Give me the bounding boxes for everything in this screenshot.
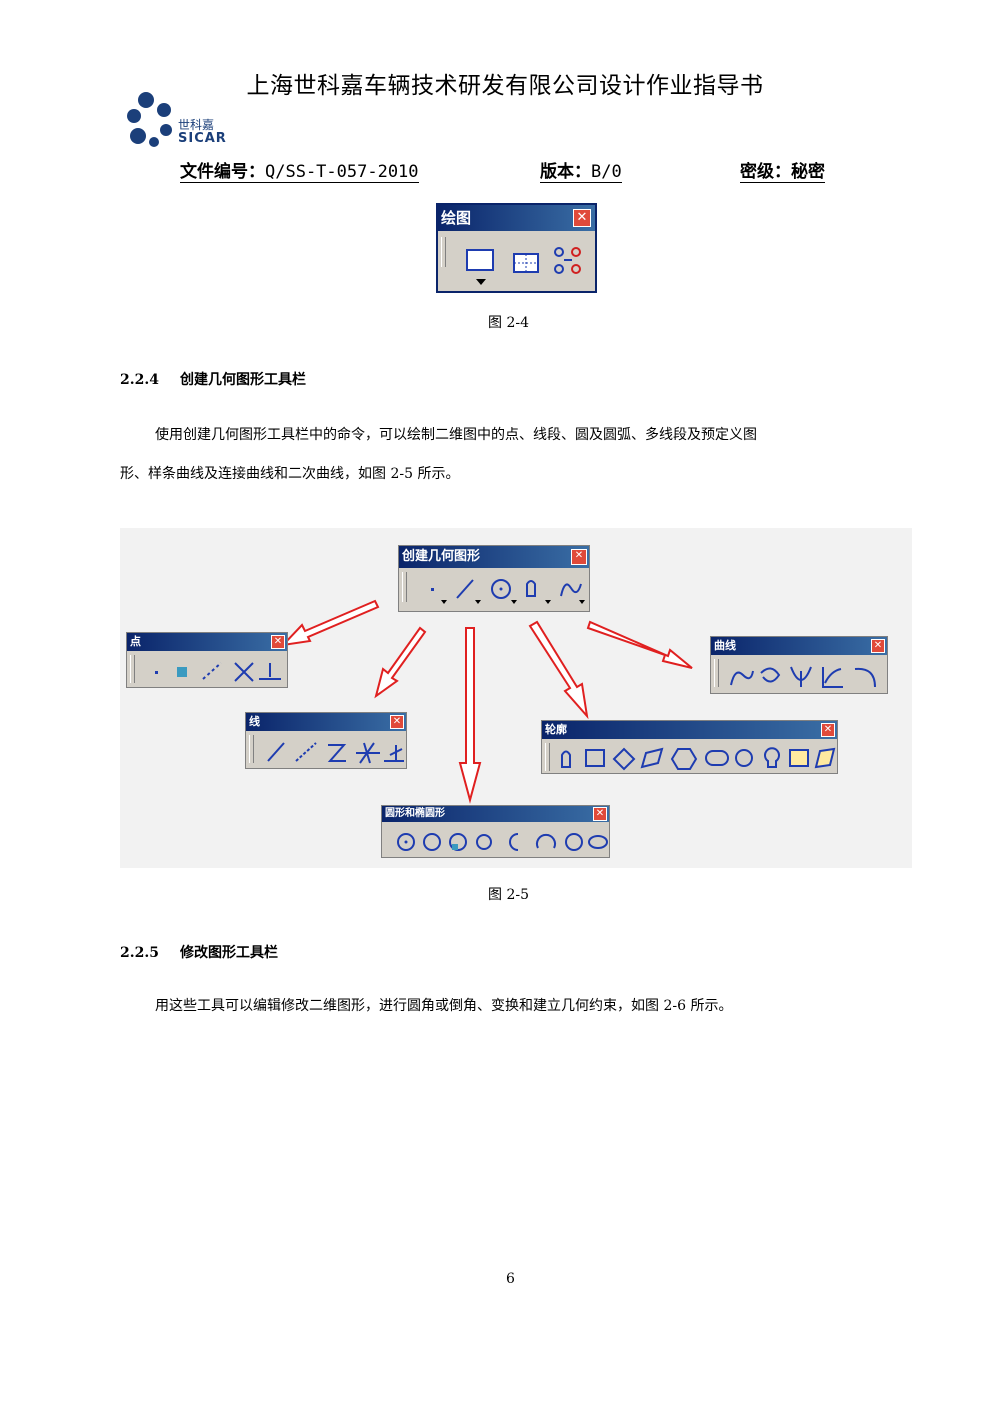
circle-icon (397, 833, 415, 851)
arc-icon (509, 833, 519, 851)
section-2-2-5-paragraph: 用这些工具可以编辑修改二维图形，进行圆角或倒角、变换和建立几何约束，如图 2-6… (155, 998, 733, 1014)
toolbar-grip[interactable] (249, 735, 254, 763)
toolbar-grip[interactable] (714, 659, 719, 687)
grid-icon[interactable] (513, 253, 539, 273)
profile-icon (561, 750, 571, 768)
line-tools-icons[interactable] (260, 739, 406, 767)
doc-secrecy: 密级：秘密 (740, 162, 825, 183)
close-icon[interactable]: ✕ (571, 549, 587, 565)
toolbar-grip[interactable] (130, 655, 135, 683)
drawing-toolbar: 绘图 ✕ (436, 203, 597, 293)
equidistant-points-icon (202, 662, 222, 680)
curve-toolbar: 曲线 ✕ (710, 636, 888, 694)
section-2-2-4-paragraph-line2: 形、样条曲线及连接曲线和二次曲线，如图 2-5 所示。 (120, 466, 460, 482)
parabola-icon (790, 666, 812, 687)
constraint-points-icon[interactable] (552, 245, 584, 277)
three-point-circle-icon (423, 833, 441, 851)
infinite-line-icon (295, 742, 317, 762)
circle-tool-icon (491, 579, 511, 599)
arrow-to-line-icon (374, 626, 427, 699)
parallelogram-icon (640, 747, 664, 769)
create-geometry-icons[interactable] (413, 574, 587, 608)
tritangent-circle-icon (476, 834, 492, 850)
oriented-rectangle-icon (612, 747, 636, 771)
profile-toolbar: 轮廓 ✕ (541, 720, 838, 774)
cylindrical-hole-icon (735, 749, 753, 767)
logo-english-text: SICAR (178, 131, 227, 146)
logo-chinese-text: 世科嘉 (178, 118, 215, 132)
bisecting-line-icon (356, 742, 380, 764)
centered-parallelogram-icon (814, 747, 836, 769)
circle-ellipse-toolbar: 圆形和椭圆形 ✕ (381, 805, 610, 858)
point-toolbar-title: 点 (127, 633, 287, 651)
close-icon[interactable]: ✕ (390, 715, 404, 729)
normal-line-icon (384, 745, 404, 762)
rectangle-icon (585, 749, 605, 767)
line-icon (267, 742, 285, 762)
arrow-to-circle-icon (458, 627, 482, 804)
point-tool-icon (431, 588, 434, 591)
ellipse-icon (588, 835, 608, 849)
arrow-to-curve-icon (586, 620, 693, 669)
line-tool-icon (456, 579, 474, 599)
intersection-point-icon (234, 662, 254, 682)
connect-curve-icon (760, 667, 781, 683)
profile-toolbar-title: 轮廓 (542, 721, 837, 739)
close-icon[interactable]: ✕ (871, 639, 885, 653)
rectangle-icon[interactable] (466, 249, 496, 289)
toolbar-grip[interactable] (402, 572, 407, 602)
curve-tools-icons[interactable] (725, 663, 887, 691)
point-by-coords-icon (177, 667, 187, 677)
sicar-logo-icon (127, 92, 172, 147)
circle-ellipse-toolbar-title: 圆形和椭圆形 (382, 806, 609, 822)
arrow-to-point-icon (280, 599, 380, 647)
close-icon[interactable]: ✕ (271, 635, 285, 649)
point-toolbar: 点 ✕ (126, 632, 288, 688)
spline-tool-icon (560, 583, 582, 597)
profile-tool-icon (526, 580, 536, 597)
doc-number: 文件编号：Q/SS-T-057-2010 (180, 162, 419, 183)
line-toolbar-title: 线 (246, 713, 406, 731)
create-geometry-toolbar: 创建几何图形 ✕ (398, 545, 590, 612)
create-geometry-toolbar-title: 创建几何图形 (399, 546, 589, 568)
line-toolbar: 线 ✕ (245, 712, 407, 769)
hexagon-icon (670, 748, 698, 770)
three-point-arc-icon (536, 833, 556, 849)
point-tools-icons[interactable] (141, 659, 287, 685)
document-title: 上海世科嘉车辆技术研发有限公司设计作业指导书 (246, 73, 764, 99)
close-icon[interactable]: ✕ (573, 209, 591, 227)
circle-tools-icons[interactable] (394, 828, 608, 856)
close-icon[interactable]: ✕ (593, 807, 607, 821)
bitangent-line-icon (327, 744, 347, 762)
curve-toolbar-title: 曲线 (711, 637, 887, 655)
section-2-2-4-paragraph-line1: 使用创建几何图形工具栏中的命令，可以绘制二维图中的点、线段、圆及圆弧、多线段及预… (155, 427, 757, 443)
profile-tools-icons[interactable] (554, 745, 836, 773)
figure-2-5-caption: 图 2-5 (488, 887, 529, 903)
doc-version: 版本：B/0 (540, 162, 622, 183)
figure-2-4-caption: 图 2-4 (488, 315, 529, 331)
toolbar-grip[interactable] (441, 237, 446, 267)
figure-2-5-arrows (280, 599, 693, 804)
page-number: 6 (506, 1271, 515, 1287)
spline-icon (730, 670, 754, 686)
hyperbola-icon (822, 667, 843, 688)
elongated-hole-icon (705, 750, 729, 766)
keyhole-icon (764, 747, 780, 768)
drawing-toolbar-title: 绘图 (438, 205, 595, 231)
centered-rectangle-icon (789, 749, 809, 767)
toolbar-grip[interactable] (545, 743, 550, 771)
projection-point-icon (259, 663, 281, 680)
arc-limits-icon (565, 833, 583, 851)
close-icon[interactable]: ✕ (821, 723, 835, 737)
conic-icon (854, 667, 876, 688)
arrow-to-profile-icon (528, 620, 589, 720)
point-by-click-icon (155, 671, 158, 674)
